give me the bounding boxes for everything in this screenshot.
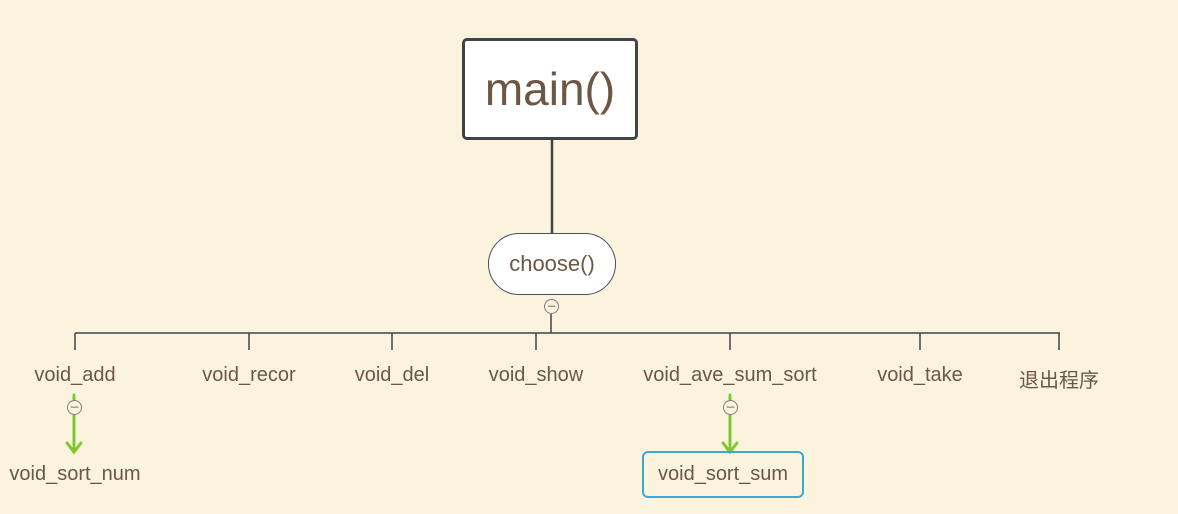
branch-node-void-add[interactable]: void_add xyxy=(34,364,116,386)
branch-node-void-del[interactable]: void_del xyxy=(354,364,430,386)
branch-node-void-ave-sum-sort[interactable]: void_ave_sum_sort xyxy=(643,364,817,386)
collapse-toggle-icon[interactable]: − xyxy=(723,400,738,415)
root-node-main[interactable]: main() xyxy=(462,38,638,140)
dispatcher-node-label: choose() xyxy=(509,251,595,276)
branch-node-void-recor[interactable]: void_recor xyxy=(202,364,296,386)
branch-node-void-show[interactable]: void_show xyxy=(488,364,584,386)
collapse-toggle-icon[interactable]: − xyxy=(544,299,559,314)
sub-node-void-sort-sum-selected[interactable]: void_sort_sum xyxy=(642,451,805,498)
dispatcher-node-choose[interactable]: choose() xyxy=(488,233,616,295)
branch-node-void-take[interactable]: void_take xyxy=(877,364,963,386)
collapse-toggle-icon[interactable]: − xyxy=(67,400,82,415)
sub-node-void-sort-num[interactable]: void_sort_num xyxy=(9,463,141,485)
branch-node-exit-program[interactable]: 退出程序 xyxy=(1019,370,1099,392)
root-node-label: main() xyxy=(484,63,616,115)
